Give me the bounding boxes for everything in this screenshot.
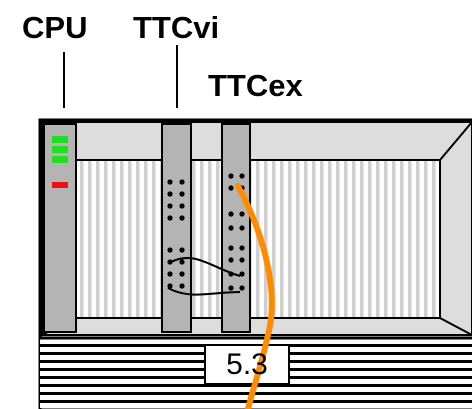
connector-pin: [228, 173, 234, 179]
connector-pin: [228, 285, 234, 291]
connector-pin: [179, 191, 185, 197]
crate-bottom-bevel: [41, 317, 472, 336]
connector-pin: [167, 215, 173, 221]
connector-pin: [179, 215, 185, 221]
connector-pin: [179, 259, 185, 265]
connector-pin: [239, 257, 245, 263]
connector-pin: [228, 257, 234, 263]
connector-pin: [239, 285, 245, 291]
connector-pin: [179, 283, 185, 289]
cpu-led-green: [52, 146, 68, 153]
label-cpu: CPU: [22, 10, 88, 45]
cpu-module: [43, 123, 77, 333]
label-plate-text: 5.3: [226, 348, 268, 381]
cpu-led-green: [52, 156, 68, 163]
ttcex-module: [221, 123, 251, 333]
connector-pin: [228, 211, 234, 217]
connector-pin: [239, 245, 245, 251]
connector-pin: [239, 211, 245, 217]
label-ttcex: TTCex: [208, 68, 303, 103]
cpu-led-red: [52, 182, 68, 188]
crate-top-bevel: [39, 121, 472, 161]
connector-pin: [167, 259, 173, 265]
connector-pin: [179, 179, 185, 185]
connector-pin: [167, 179, 173, 185]
connector-pin: [239, 271, 245, 277]
connector-pin: [239, 225, 245, 231]
connector-pin: [179, 203, 185, 209]
connector-pin: [179, 271, 185, 277]
cpu-led-green: [52, 136, 68, 143]
connector-pin: [228, 245, 234, 251]
optical-fiber: [235, 183, 275, 409]
cable: [170, 257, 241, 277]
connector-pin: [167, 271, 173, 277]
connector-pin: [167, 247, 173, 253]
connector-pin: [167, 191, 173, 197]
label-ttcvi: TTCvi: [133, 10, 220, 45]
connector-pin: [239, 173, 245, 179]
cable: [167, 287, 241, 296]
crate-right-bevel: [439, 120, 472, 337]
connector-pin: [179, 247, 185, 253]
connector-pin: [167, 203, 173, 209]
connector-pin: [228, 225, 234, 231]
label-plate: [204, 344, 290, 385]
ttcvi-module: [161, 123, 192, 333]
connector-pin: [228, 185, 234, 191]
